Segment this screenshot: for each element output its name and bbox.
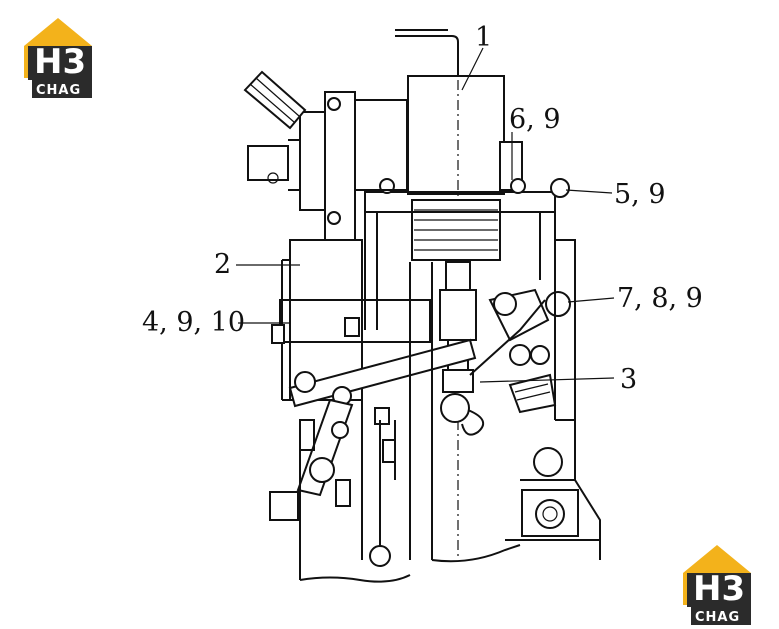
callout-1: 1 (475, 22, 492, 53)
leader-lines (236, 47, 615, 383)
mounting-plate (364, 191, 556, 213)
logo-dark-band (28, 46, 92, 80)
logo-top-text: H3 (34, 42, 86, 82)
logo-bottom-band (691, 607, 751, 625)
leader-7-8-9 (567, 297, 615, 303)
solenoid-wire (395, 35, 459, 78)
lower-right-boss (533, 447, 563, 477)
leader-5-9 (565, 189, 613, 194)
callout-6-9: 6, 9 (509, 104, 561, 135)
callout-3: 3 (620, 364, 637, 395)
fitting (247, 145, 289, 181)
lower-right-block (521, 489, 579, 537)
leader-3 (479, 377, 615, 383)
callout-4-9-10: 4, 9, 10 (142, 307, 245, 338)
logo-top-text: H3 (693, 569, 745, 609)
callout-labels: 1 6, 9 5, 9 2 7, 8, 9 4, 9, 10 3 (142, 22, 703, 395)
angled-pipe (243, 70, 307, 130)
callout-5-9: 5, 9 (614, 179, 666, 210)
main-block (289, 239, 363, 401)
bolt-5-9 (550, 178, 570, 198)
logo-dark-band (687, 573, 751, 607)
machine-drawing (243, 29, 601, 583)
logo-bottom-text: CHAG (695, 610, 740, 625)
bolt-7-8-9 (545, 291, 571, 317)
ball-joint (440, 393, 470, 423)
callout-2: 2 (214, 249, 231, 280)
leader-1 (461, 47, 484, 91)
callout-7-8-9: 7, 8, 9 (617, 283, 703, 314)
logo-bottom-right: H3 CHAG (683, 545, 751, 625)
logo-top-left: H3 CHAG (24, 18, 92, 98)
solenoid-side (499, 141, 523, 191)
logo-bottom-band (32, 80, 92, 98)
logo-bottom-text: CHAG (36, 83, 81, 98)
solenoid-body (407, 75, 505, 195)
rod-coupler (439, 289, 477, 341)
